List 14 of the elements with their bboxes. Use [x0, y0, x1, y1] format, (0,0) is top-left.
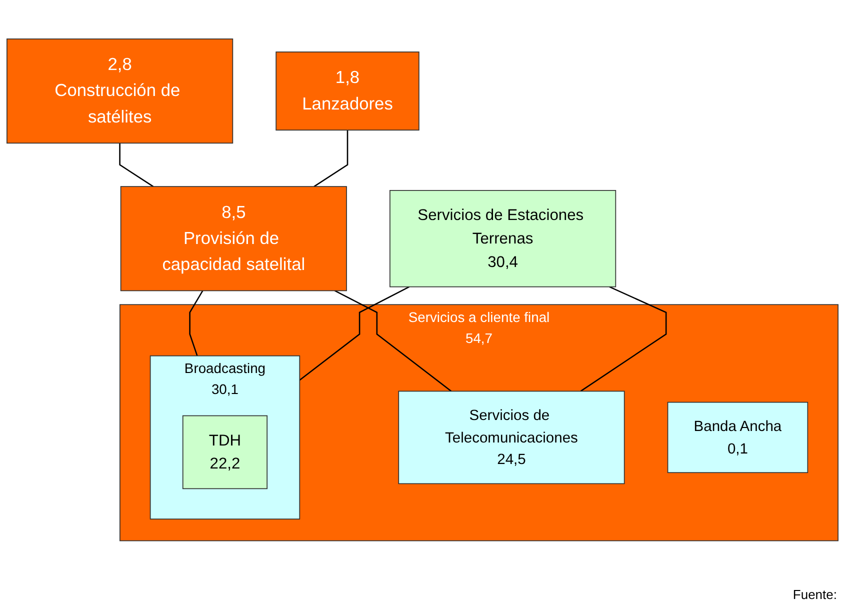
connector: [189, 290, 204, 356]
node-box: 1,8 Lanzadores: [276, 52, 420, 131]
connector: [314, 130, 348, 188]
node-box: Servicios de Estaciones Terrenas 30,4: [390, 190, 616, 288]
node-box: Banda Ancha 0,1: [667, 402, 808, 474]
connector: [119, 143, 154, 188]
node-box: TDH 22,2: [182, 415, 268, 490]
source-note: Fuente:: [792, 587, 837, 602]
connector: [334, 290, 452, 392]
node-box: 8,5 Provisión de capacidad satelital: [120, 186, 347, 292]
node-box: 2,8 Construcción de satélites: [6, 38, 234, 144]
connector: [299, 286, 410, 381]
node-box: Servicios de Telecomunicaciones 24,5: [398, 390, 625, 484]
connector: [580, 286, 667, 392]
